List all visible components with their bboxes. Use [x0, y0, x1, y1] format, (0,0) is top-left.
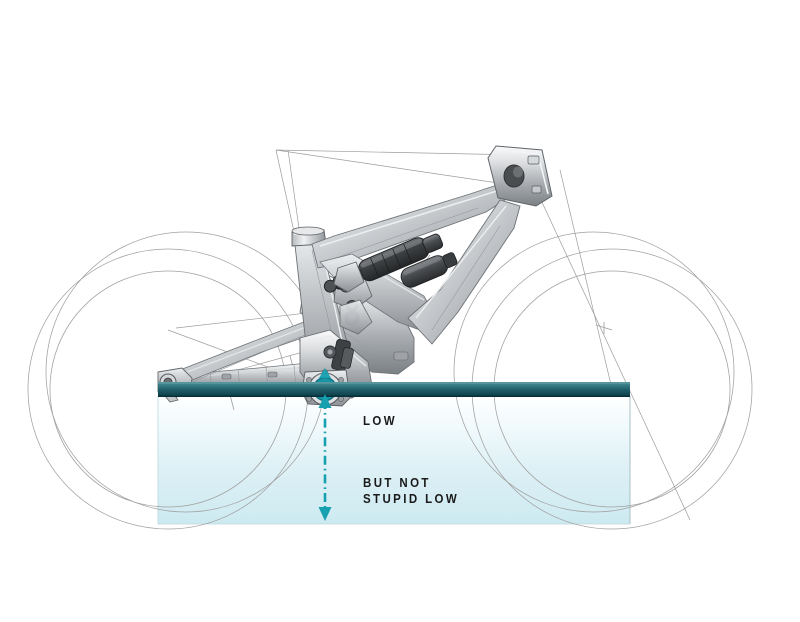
callout-line-2: STUPID LOW [363, 492, 460, 506]
callout-low: LOW [363, 414, 398, 428]
lower-pivot-hardware [323, 339, 354, 371]
seatstay-bridge [339, 299, 373, 335]
dimension-arrow-up [318, 394, 332, 408]
shock-lower-mount [333, 261, 365, 293]
bottom-bracket-drop-dimension [318, 394, 332, 521]
shock-reservoir [400, 252, 458, 288]
ground-reference-bar [158, 382, 630, 397]
callout-but-not-stupid-low: BUT NOT STUPID LOW [363, 475, 459, 507]
front-wheel-offset-outline [453, 231, 735, 513]
bicycle-frame-render [157, 145, 553, 409]
bb-top-marker [319, 368, 331, 378]
callout-line-1: BUT NOT [363, 476, 431, 490]
frame-detail-ports [221, 351, 409, 380]
dimension-arrow-down [318, 507, 332, 521]
